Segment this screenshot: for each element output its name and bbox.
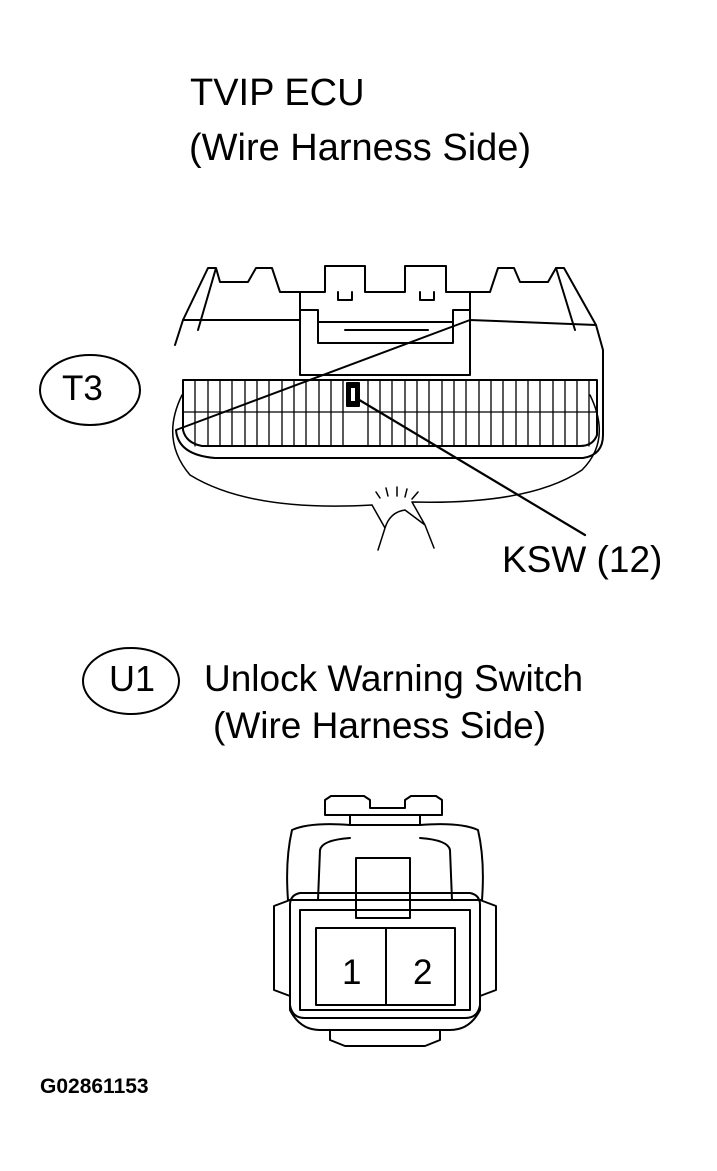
ecu-title: TVIP ECU [190, 72, 365, 114]
ksw-terminal-label: KSW (12) [502, 539, 663, 580]
switch-connector-housing [273, 892, 497, 1047]
switch-connector-latch [324, 795, 443, 826]
switch-connector-drawing [273, 795, 497, 1047]
t3-code-ellipse [39, 354, 141, 426]
figure-id: G02861153 [40, 1075, 149, 1098]
ecu-subtitle: (Wire Harness Side) [189, 127, 532, 169]
u1-connector-code: U1 [109, 658, 156, 699]
u1-code-ellipse [82, 647, 180, 715]
ecu-connector-lock [299, 309, 471, 376]
pin-number-2: 2 [413, 953, 433, 992]
wire-harness [171, 394, 601, 551]
ecu-terminal-grid [182, 379, 598, 447]
t3-connector-code: T3 [62, 369, 103, 408]
ecu-connector-latches [182, 265, 597, 331]
ecu-connector-body [174, 319, 604, 459]
pin-cavity-2 [385, 927, 456, 1006]
switch-connector-center-tab [355, 857, 411, 919]
ksw-callout-line [354, 396, 587, 537]
switch-title: Unlock Warning Switch [204, 658, 584, 699]
switch-connector-wings [286, 823, 484, 901]
pin-number-1: 1 [342, 953, 362, 992]
ecu-connector-drawing [171, 265, 604, 551]
switch-subtitle: (Wire Harness Side) [213, 705, 547, 746]
